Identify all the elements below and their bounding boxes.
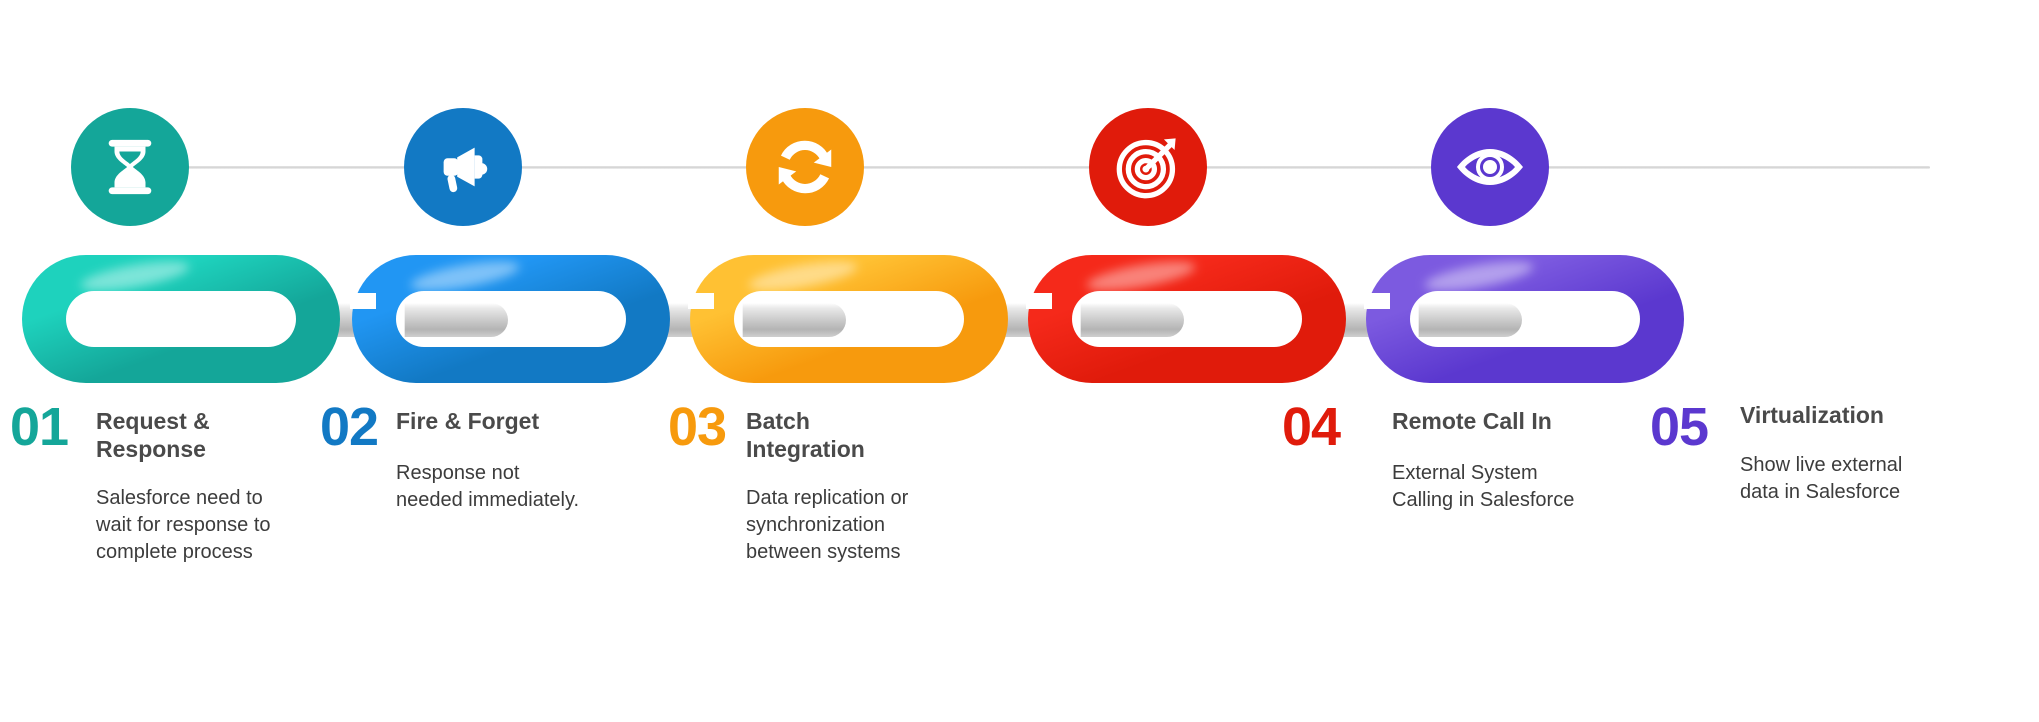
step-description-3: Data replication or synchronization betw… bbox=[746, 487, 909, 563]
step-description-1: Salesforce need to wait for response to … bbox=[96, 487, 271, 563]
step-number-5: 05 bbox=[1650, 397, 1709, 457]
step-description-4: External System Calling in Salesforce bbox=[1392, 462, 1575, 511]
chain-link-3[interactable] bbox=[688, 255, 1008, 383]
step-number-1: 01 bbox=[10, 397, 69, 457]
step-icon-circle-5[interactable] bbox=[1431, 108, 1549, 226]
step-icon-circle-2[interactable] bbox=[404, 108, 522, 226]
step-description-2: Response not needed immediately. bbox=[396, 462, 580, 511]
hourglass-icon bbox=[108, 139, 152, 195]
step-title-3: Batch Integration bbox=[746, 408, 865, 462]
eye-icon bbox=[1457, 149, 1523, 185]
step-number-4: 04 bbox=[1282, 397, 1341, 457]
chain-connector-pin-overlay-4 bbox=[1418, 303, 1522, 337]
chain-link-5[interactable] bbox=[1364, 255, 1684, 383]
step-number-2: 02 bbox=[320, 397, 379, 457]
chain-connector-pin-overlay-3 bbox=[1080, 303, 1184, 337]
step-title-1: Request & Response bbox=[96, 408, 210, 462]
sync-icon bbox=[778, 140, 832, 194]
icon-connector-rail bbox=[140, 166, 1930, 169]
chain-link-2[interactable] bbox=[350, 255, 670, 383]
step-icon-circle-1[interactable] bbox=[71, 108, 189, 226]
step-description-5: Show live external data in Salesforce bbox=[1740, 454, 1903, 503]
chain-connector-pin-overlay-1 bbox=[404, 303, 508, 337]
target-icon bbox=[1116, 138, 1176, 199]
megaphone-icon bbox=[443, 147, 488, 193]
chain-link-row bbox=[0, 255, 2039, 385]
chain-connector-pin-overlay-2 bbox=[742, 303, 846, 337]
step-icon-circle-3[interactable] bbox=[746, 108, 864, 226]
chain-link-1[interactable] bbox=[22, 255, 340, 383]
step-title-5: Virtualization bbox=[1740, 402, 1884, 428]
step-icon-circle-4[interactable] bbox=[1089, 108, 1207, 226]
step-number-3: 03 bbox=[668, 397, 727, 457]
chain-link-4[interactable] bbox=[1026, 255, 1346, 383]
step-title-4: Remote Call In bbox=[1392, 408, 1552, 434]
step-title-2: Fire & Forget bbox=[396, 408, 540, 434]
